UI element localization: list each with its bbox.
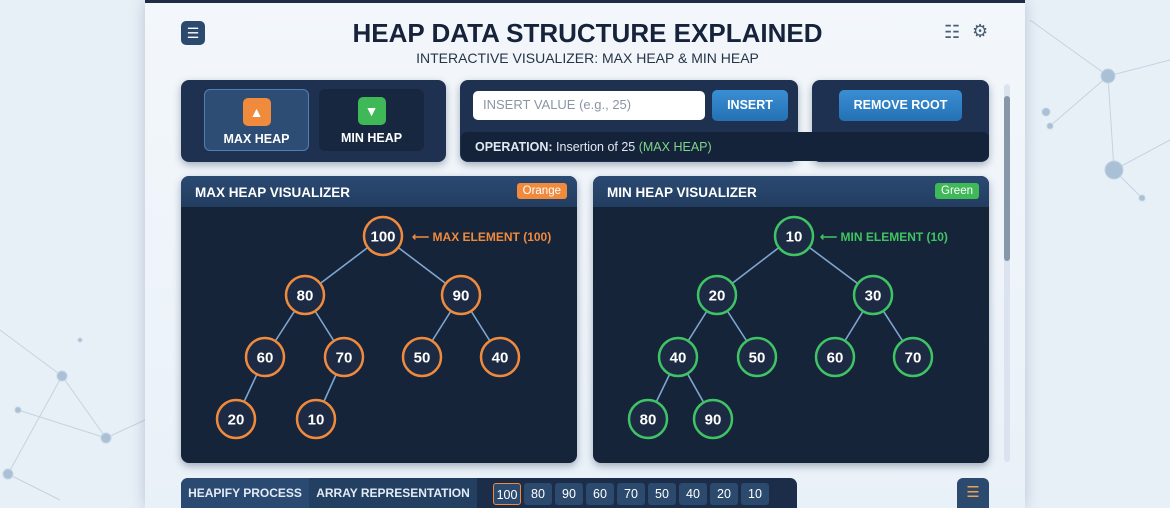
- svg-text:70: 70: [905, 350, 922, 367]
- svg-text:50: 50: [414, 350, 431, 367]
- max-heap-node[interactable]: 40: [479, 336, 521, 378]
- max-heap-icon: ▲: [242, 98, 271, 126]
- min-heap-badge: Green: [935, 183, 979, 199]
- page-title: HEAP DATA STRUCTURE EXPLAINED: [352, 18, 823, 48]
- max-heap-node[interactable]: 70: [323, 336, 365, 378]
- min-heap-button[interactable]: ▼ MIN HEAP: [319, 89, 424, 151]
- svg-text:40: 40: [670, 350, 687, 367]
- max-heap-button[interactable]: ▲ MAX HEAP: [204, 89, 309, 151]
- array-cell[interactable]: 80: [524, 483, 552, 505]
- insert-value-input[interactable]: INSERT VALUE (e.g., 25): [473, 91, 705, 120]
- tab-array-representation[interactable]: ARRAY REPRESENTATION: [309, 478, 477, 508]
- max-heap-annotation: ⟵ MAX ELEMENT (100): [412, 230, 551, 244]
- min-heap-annotation: ⟵ MIN ELEMENT (10): [820, 230, 948, 244]
- operation-tag: (MAX HEAP): [638, 140, 712, 154]
- svg-text:40: 40: [492, 350, 509, 367]
- svg-text:100: 100: [370, 229, 395, 246]
- array-cell[interactable]: 40: [679, 483, 707, 505]
- insert-button[interactable]: INSERT: [712, 90, 788, 121]
- min-heap-node[interactable]: 40: [657, 336, 699, 378]
- operation-status: OPERATION: Insertion of 25 (MAX HEAP): [461, 132, 989, 161]
- remove-root-button[interactable]: REMOVE ROOT: [839, 90, 962, 121]
- min-heap-node[interactable]: 90: [692, 398, 734, 440]
- svg-text:60: 60: [827, 350, 844, 367]
- array-cell[interactable]: 10: [741, 483, 769, 505]
- operation-label: OPERATION:: [475, 140, 553, 154]
- max-heap-node[interactable]: 50: [401, 336, 443, 378]
- svg-text:10: 10: [786, 229, 803, 246]
- array-cell[interactable]: 50: [648, 483, 676, 505]
- list-icon[interactable]: ☷: [944, 22, 961, 42]
- min-heap-label: MIN HEAP: [340, 131, 403, 145]
- min-heap-node[interactable]: 20: [696, 274, 738, 316]
- min-heap-node[interactable]: 50: [736, 336, 778, 378]
- svg-text:50: 50: [749, 350, 766, 367]
- bottom-bar: HEAPIFY PROCESS ARRAY REPRESENTATION 100…: [181, 478, 797, 508]
- array-cell[interactable]: 90: [555, 483, 583, 505]
- scrollbar[interactable]: [1004, 84, 1010, 462]
- min-heap-title: MIN HEAP VISUALIZER: [593, 176, 989, 207]
- max-heap-label: MAX HEAP: [223, 132, 290, 146]
- max-heap-node[interactable]: 100: [362, 215, 404, 257]
- min-heap-node[interactable]: 70: [892, 336, 934, 378]
- gear-icon[interactable]: ⚙: [972, 21, 989, 41]
- svg-text:80: 80: [640, 412, 657, 429]
- mode-selector: ▲ MAX HEAP ▼ MIN HEAP: [181, 80, 446, 162]
- array-cell[interactable]: 20: [710, 483, 738, 505]
- svg-text:70: 70: [336, 350, 353, 367]
- max-heap-title: MAX HEAP VISUALIZER: [181, 176, 577, 207]
- svg-text:80: 80: [297, 288, 314, 305]
- menu-button[interactable]: ☰: [181, 21, 205, 45]
- max-heap-node[interactable]: 80: [284, 274, 326, 316]
- array-cell[interactable]: 70: [617, 483, 645, 505]
- max-heap-node[interactable]: 10: [295, 398, 337, 440]
- tab-heapify-process[interactable]: HEAPIFY PROCESS: [181, 478, 309, 508]
- svg-text:20: 20: [709, 288, 726, 305]
- max-heap-node[interactable]: 60: [244, 336, 286, 378]
- svg-text:20: 20: [228, 412, 245, 429]
- svg-text:30: 30: [865, 288, 882, 305]
- min-heap-node[interactable]: 30: [852, 274, 894, 316]
- operation-text: Insertion of 25: [556, 140, 636, 154]
- max-heap-badge: Orange: [516, 183, 567, 199]
- min-heap-node[interactable]: 60: [814, 336, 856, 378]
- sliders-icon[interactable]: ☰: [957, 478, 989, 508]
- svg-text:60: 60: [257, 350, 274, 367]
- svg-text:10: 10: [308, 412, 325, 429]
- max-heap-node[interactable]: 90: [440, 274, 482, 316]
- array-cell[interactable]: 100: [493, 483, 521, 505]
- svg-text:90: 90: [705, 412, 722, 429]
- hamburger-icon: ☰: [186, 25, 200, 41]
- array-cell[interactable]: 60: [586, 483, 614, 505]
- svg-text:90: 90: [453, 288, 470, 305]
- max-heap-node[interactable]: 20: [215, 398, 257, 440]
- scrollbar-thumb[interactable]: [1004, 96, 1010, 261]
- page-subtitle: INTERACTIVE VISUALIZER: MAX HEAP & MIN H…: [416, 50, 759, 66]
- min-heap-node[interactable]: 10: [773, 215, 815, 257]
- min-heap-node[interactable]: 80: [627, 398, 669, 440]
- min-heap-icon: ▼: [357, 97, 386, 125]
